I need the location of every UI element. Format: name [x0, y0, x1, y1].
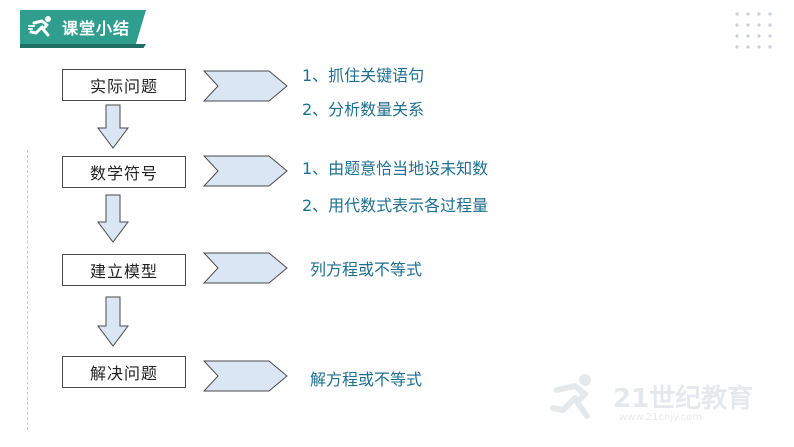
note-step2-line1: 1、由题意恰当地设未知数 — [302, 159, 489, 178]
watermark-text: 21世纪教育 — [613, 384, 754, 414]
dot-grid-decoration — [735, 12, 772, 49]
header-underline — [20, 44, 146, 48]
chevron-right-arrow-icon — [203, 360, 288, 392]
chevron-right-arrow-icon — [203, 252, 288, 284]
step-label: 实际问题 — [89, 77, 158, 96]
note-step1-line1: 1、抓住关键语句 — [302, 66, 425, 85]
note-step3: 列方程或不等式 — [310, 260, 423, 279]
step-box-1: 实际问题 — [62, 69, 186, 101]
runner-icon — [28, 16, 51, 37]
step-box-3: 建立模型 — [62, 254, 186, 286]
note-step4: 解方程或不等式 — [310, 370, 423, 389]
chevron-right-arrow-icon — [203, 155, 288, 187]
step-label: 数学符号 — [89, 164, 158, 183]
step-box-2: 数学符号 — [62, 156, 186, 188]
step-label: 解决问题 — [89, 364, 158, 383]
down-arrow-icon — [97, 104, 129, 149]
side-dashed-line — [27, 150, 28, 430]
step-box-4: 解决问题 — [62, 356, 186, 388]
down-arrow-icon — [97, 194, 129, 243]
page-title: 课堂小结 — [62, 19, 131, 38]
step-label: 建立模型 — [89, 262, 158, 281]
down-arrow-icon — [97, 296, 129, 347]
note-step2-line2: 2、用代数式表示各过程量 — [302, 196, 489, 215]
watermark-runner-icon — [550, 374, 591, 419]
header-badge: 课堂小结 — [20, 10, 146, 44]
note-step1-line2: 2、分析数量关系 — [302, 100, 425, 119]
chevron-right-arrow-icon — [203, 70, 288, 102]
watermark-url: www.21cnjy.com — [619, 412, 703, 423]
